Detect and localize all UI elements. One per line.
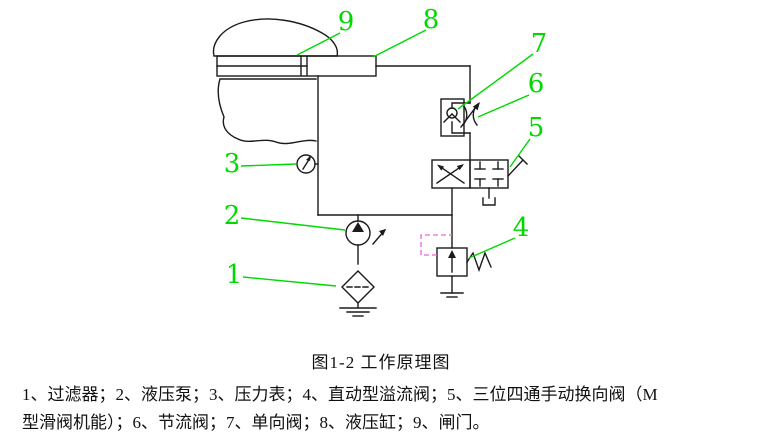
callout-9-label: 9 — [338, 7, 355, 37]
callout-5: 5 — [509, 113, 545, 168]
callout-2-label: 2 — [224, 201, 241, 231]
callout-3-leader — [240, 163, 297, 167]
callout-7-label: 7 — [531, 29, 548, 59]
filter-symbol — [341, 270, 375, 304]
callout-1: 1 — [226, 260, 337, 290]
callout-6: 6 — [477, 69, 545, 118]
callout-5-leader — [509, 138, 531, 168]
callout-2: 2 — [224, 201, 346, 231]
callout-1-label: 1 — [226, 260, 243, 290]
check-valve-symbol — [440, 98, 471, 137]
callout-6-leader — [477, 94, 530, 118]
hydraulic-pump-symbol — [345, 220, 386, 246]
throttle-valve-symbol — [460, 102, 480, 128]
callout-3-label: 3 — [224, 149, 241, 179]
callout-8-label: 8 — [423, 5, 440, 35]
directional-valve-symbol — [431, 155, 528, 206]
callout-4-leader — [468, 237, 516, 259]
callout-9: 9 — [296, 7, 355, 56]
callout-1-leader — [242, 276, 337, 287]
callout-2-leader — [240, 217, 346, 231]
relief-valve-symbol — [420, 234, 492, 298]
tank-symbol — [339, 307, 377, 317]
callout-8-leader — [372, 29, 427, 58]
figure-caption: 图1-2 工作原理图 — [311, 353, 451, 372]
callout-7-leader — [457, 53, 534, 110]
pipes — [317, 65, 490, 309]
callout-4-label: 4 — [513, 213, 530, 243]
legend-line-1: 1、过滤器；2、液压泵；3、压力表；4、直动型溢流阀；5、三位四通手动换向阀（M — [22, 385, 658, 404]
hydraulic-schematic: 9 8 7 6 5 4 3 2 — [212, 5, 548, 317]
callout-6-label: 6 — [528, 69, 545, 99]
structure-break-outline — [217, 78, 317, 145]
figure-legend: 1、过滤器；2、液压泵；3、压力表；4、直动型溢流阀；5、三位四通手动换向阀（M… — [0, 381, 762, 436]
callout-4: 4 — [468, 213, 530, 259]
callout-8: 8 — [372, 5, 440, 58]
hydraulic-cylinder-symbol — [216, 55, 377, 77]
callout-5-label: 5 — [528, 113, 545, 143]
callout-7: 7 — [457, 29, 548, 110]
callout-3: 3 — [224, 149, 297, 179]
callout-9-leader — [296, 32, 341, 56]
gate-symbol — [212, 18, 339, 57]
pressure-gauge-symbol — [296, 154, 319, 174]
legend-line-2: 型滑阀机能）；6、节流阀；7、单向阀；8、液压缸；9、闸门。 — [22, 412, 490, 432]
